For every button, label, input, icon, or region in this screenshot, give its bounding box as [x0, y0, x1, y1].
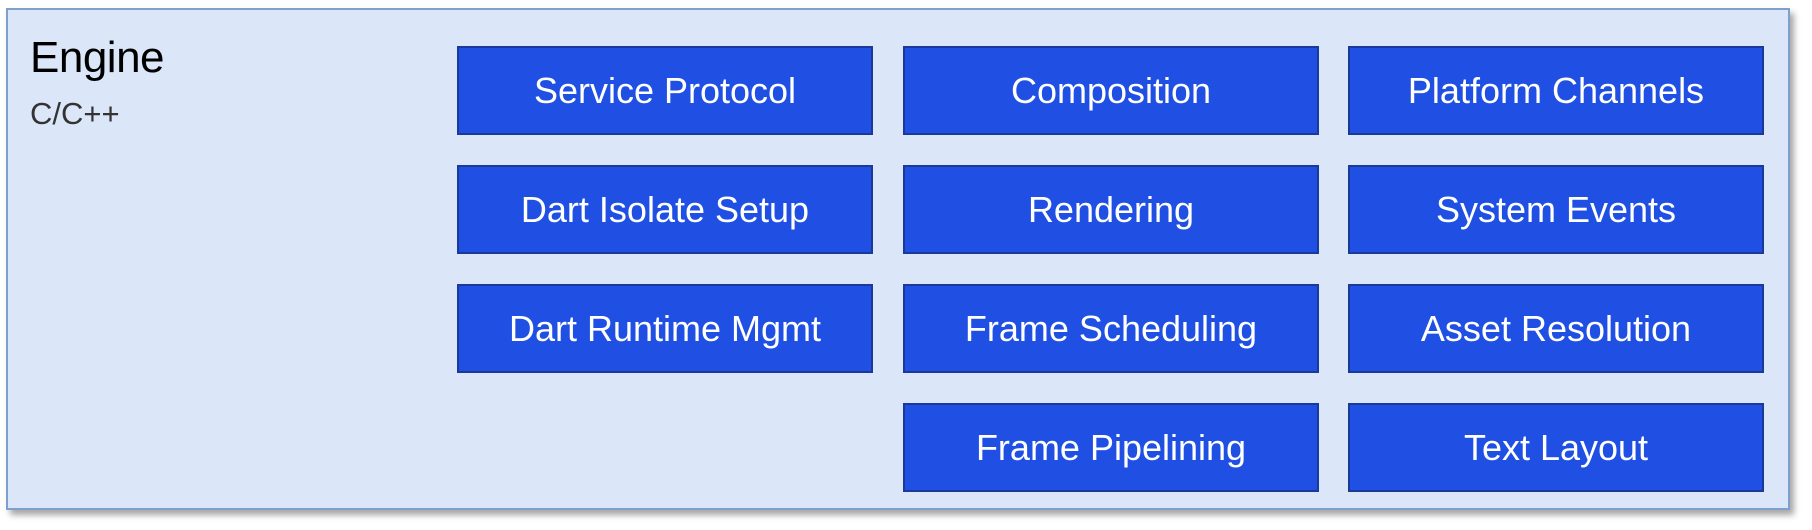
- engine-layer-panel: Engine C/C++ Service Protocol Compositio…: [6, 8, 1790, 510]
- module-composition: Composition: [903, 46, 1319, 135]
- module-text-layout: Text Layout: [1348, 403, 1764, 492]
- module-asset-resolution: Asset Resolution: [1348, 284, 1764, 373]
- module-platform-channels: Platform Channels: [1348, 46, 1764, 135]
- module-dart-runtime-mgmt: Dart Runtime Mgmt: [457, 284, 873, 373]
- module-system-events: System Events: [1348, 165, 1764, 254]
- module-dart-isolate-setup: Dart Isolate Setup: [457, 165, 873, 254]
- module-frame-scheduling: Frame Scheduling: [903, 284, 1319, 373]
- module-frame-pipelining: Frame Pipelining: [903, 403, 1319, 492]
- layer-title: Engine: [30, 33, 165, 82]
- layer-subtitle: C/C++: [30, 96, 120, 131]
- module-rendering: Rendering: [903, 165, 1319, 254]
- module-service-protocol: Service Protocol: [457, 46, 873, 135]
